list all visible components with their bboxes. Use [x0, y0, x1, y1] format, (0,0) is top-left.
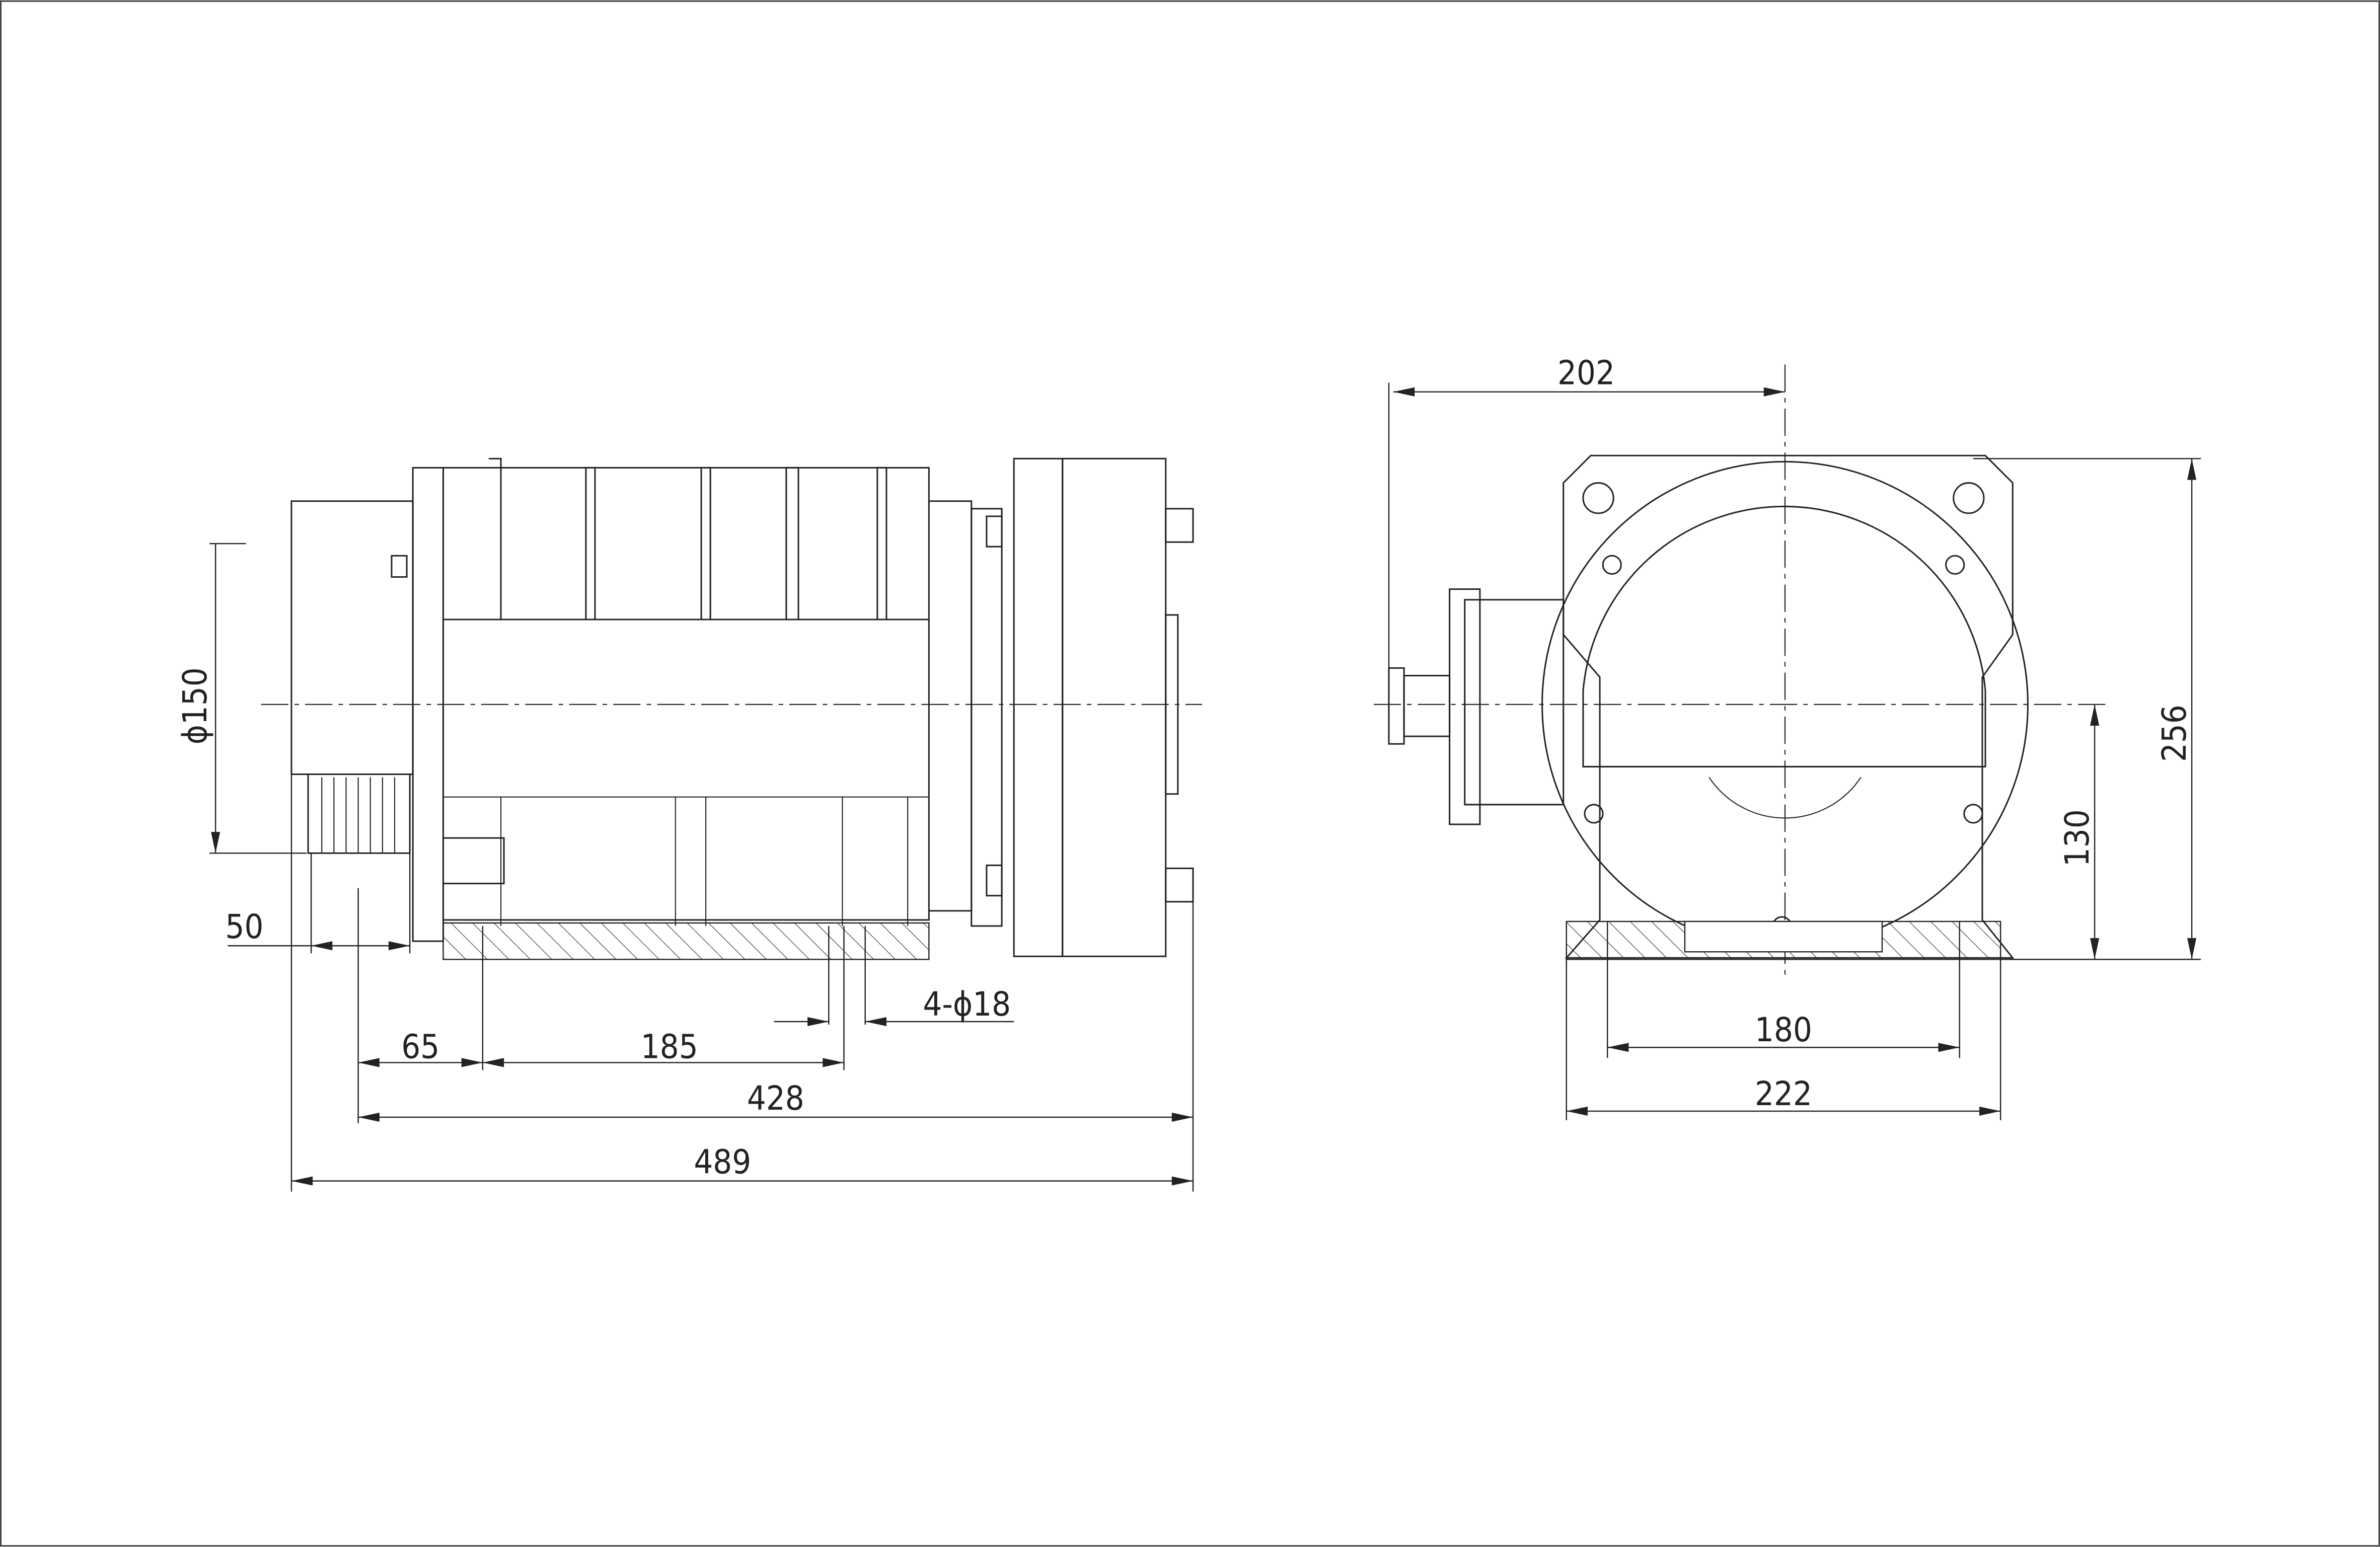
motor-body [442, 467, 930, 921]
pulley-hub [290, 500, 414, 776]
dim-width-to-center: 202 [1388, 353, 1785, 714]
svg-text:4-ϕ18: 4-ϕ18 [923, 984, 1011, 1024]
dim-pulley-width: 50 [226, 853, 411, 954]
cooling-fins [442, 457, 929, 926]
dim-overall-height: 256 [1973, 458, 2201, 960]
dim-center-height: 130 [2057, 704, 2100, 960]
dim-hole-spacing: 180 [1607, 921, 1960, 1058]
bolt-heads [1584, 555, 1983, 936]
end-view: 202 256 130 180 222 [1373, 353, 2201, 1120]
dim-offset: 65 [357, 888, 484, 1124]
svg-text:185: 185 [641, 1027, 698, 1066]
brake-housing [1062, 457, 1167, 957]
svg-text:65: 65 [401, 1027, 439, 1066]
dim-mount-length: 428 [358, 873, 1194, 1192]
svg-text:428: 428 [747, 1078, 804, 1118]
dim-base-width: 222 [1566, 959, 2001, 1120]
svg-text:489: 489 [694, 1142, 751, 1182]
svg-text:256: 256 [2154, 705, 2194, 762]
svg-text:50: 50 [226, 907, 264, 946]
svg-text:180: 180 [1755, 1010, 1812, 1049]
svg-text:130: 130 [2057, 809, 2097, 867]
svg-text:ϕ150: ϕ150 [175, 667, 214, 744]
side-view: ϕ150 50 65 185 428 489 [175, 457, 1203, 1192]
side-base [442, 922, 930, 960]
dim-pulley-diameter: ϕ150 [175, 543, 307, 854]
terminal-cover [1582, 505, 1986, 767]
junction-box [1388, 588, 1565, 825]
dim-overall-length: 489 [290, 774, 1194, 1192]
svg-text:222: 222 [1755, 1074, 1812, 1113]
dim-mounting-holes: 4-ϕ18 [774, 926, 1014, 1027]
svg-text:202: 202 [1557, 353, 1615, 393]
end-housing [1563, 454, 2015, 959]
brake-disc [1013, 457, 1064, 957]
grooved-pulley [307, 774, 411, 854]
dim-bolt-spacing: 185 [482, 926, 845, 1070]
